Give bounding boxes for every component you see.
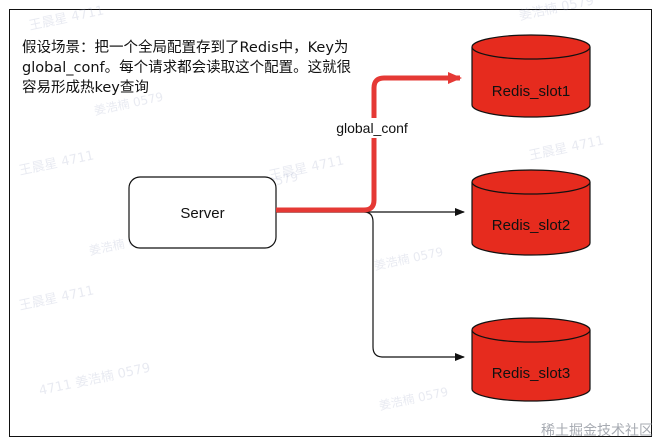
- cylinder-body: [471, 182, 591, 256]
- redis-slot-label: Redis_slot3: [492, 365, 570, 382]
- watermark-text: 姜浩楠 0579: [373, 244, 445, 273]
- server-label: Server: [180, 205, 224, 222]
- cylinder-top: [471, 317, 591, 343]
- edge-label-global-conf: global_conf: [336, 120, 408, 136]
- hot-edge: global_conf: [276, 72, 462, 213]
- diagram-border: [9, 9, 652, 437]
- watermark-text: 姜浩楠 0579: [518, 0, 596, 24]
- watermark-text: 王晨星 4711: [528, 133, 606, 164]
- edge-label-bg: [330, 118, 414, 138]
- watermark-text: 王晨星 4711: [18, 148, 96, 179]
- edge-server-slot1: [276, 72, 462, 213]
- watermark-text: 王晨星 4711: [268, 153, 346, 184]
- watermark-text: 姜浩楠 0579: [378, 384, 450, 413]
- cylinder-body: [471, 47, 591, 118]
- footer-watermark: 稀土掘金技术社区: [541, 423, 653, 439]
- normal-edges: [276, 208, 465, 361]
- watermark-text: 王晨星 4711: [18, 283, 96, 314]
- cylinder-top: [471, 169, 591, 195]
- redis-slot-3[interactable]: Redis_slot3: [471, 317, 591, 402]
- edge-server-slot3: [276, 211, 465, 361]
- watermark-text: 姜浩楠 0579: [93, 89, 165, 118]
- cylinder-top: [471, 34, 591, 60]
- watermark-text: 王晨星 4711: [28, 3, 106, 34]
- redis-slot-label: Redis_slot2: [492, 217, 570, 234]
- redis-slot-2[interactable]: Redis_slot2: [471, 169, 591, 256]
- cylinder-body: [471, 330, 591, 402]
- watermark-text: 4711 姜浩楠 0579: [38, 361, 152, 399]
- server-node[interactable]: Server: [128, 176, 277, 249]
- scenario-description: 假设场景：把一个全局配置存到了Redis中，Key为global_conf。每个…: [22, 40, 352, 96]
- redis-slot-label: Redis_slot1: [492, 83, 570, 100]
- redis-slot-1[interactable]: Redis_slot1: [471, 34, 591, 118]
